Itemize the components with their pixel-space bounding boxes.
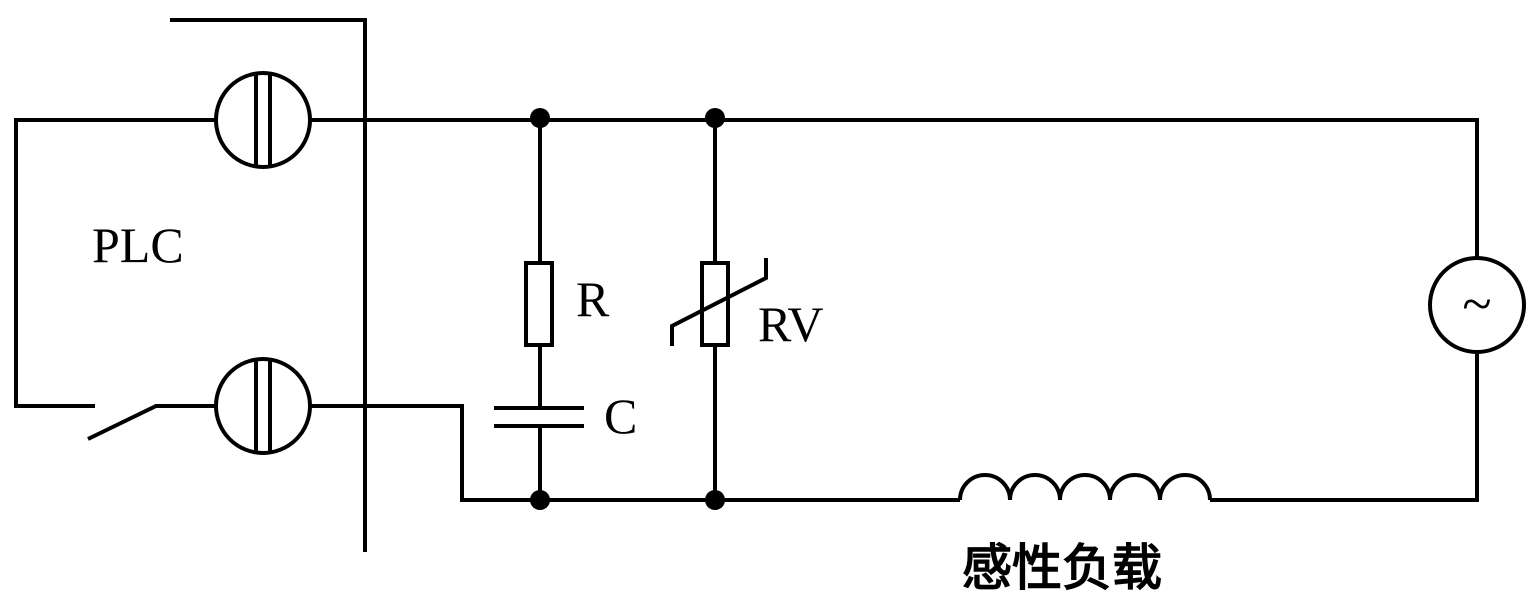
ac-source-tilde: ~ xyxy=(1462,274,1491,334)
terminal-top xyxy=(214,71,312,169)
capacitor-label: C xyxy=(604,388,637,444)
resistor-label: R xyxy=(576,271,610,327)
terminal-bottom xyxy=(214,357,312,455)
varistor-diagonal xyxy=(670,258,768,346)
bottom-bus-wire-right xyxy=(1210,352,1479,502)
output-switch-contact xyxy=(87,404,157,441)
plc-internal-top-wire xyxy=(14,118,216,408)
resistor-symbol xyxy=(524,261,554,347)
varistor-label: RV xyxy=(758,296,823,352)
plc-label: PLC xyxy=(92,217,184,273)
ac-source-symbol xyxy=(1428,256,1526,354)
inductive-load-label: 感性负载 xyxy=(962,539,1162,597)
capacitor-symbol xyxy=(494,406,584,428)
junction-dot xyxy=(530,108,550,128)
junction-dot xyxy=(705,108,725,128)
top-bus-wire xyxy=(310,118,1479,258)
plc-enclosure-boundary xyxy=(170,18,367,552)
inductor-symbol xyxy=(958,473,1212,501)
